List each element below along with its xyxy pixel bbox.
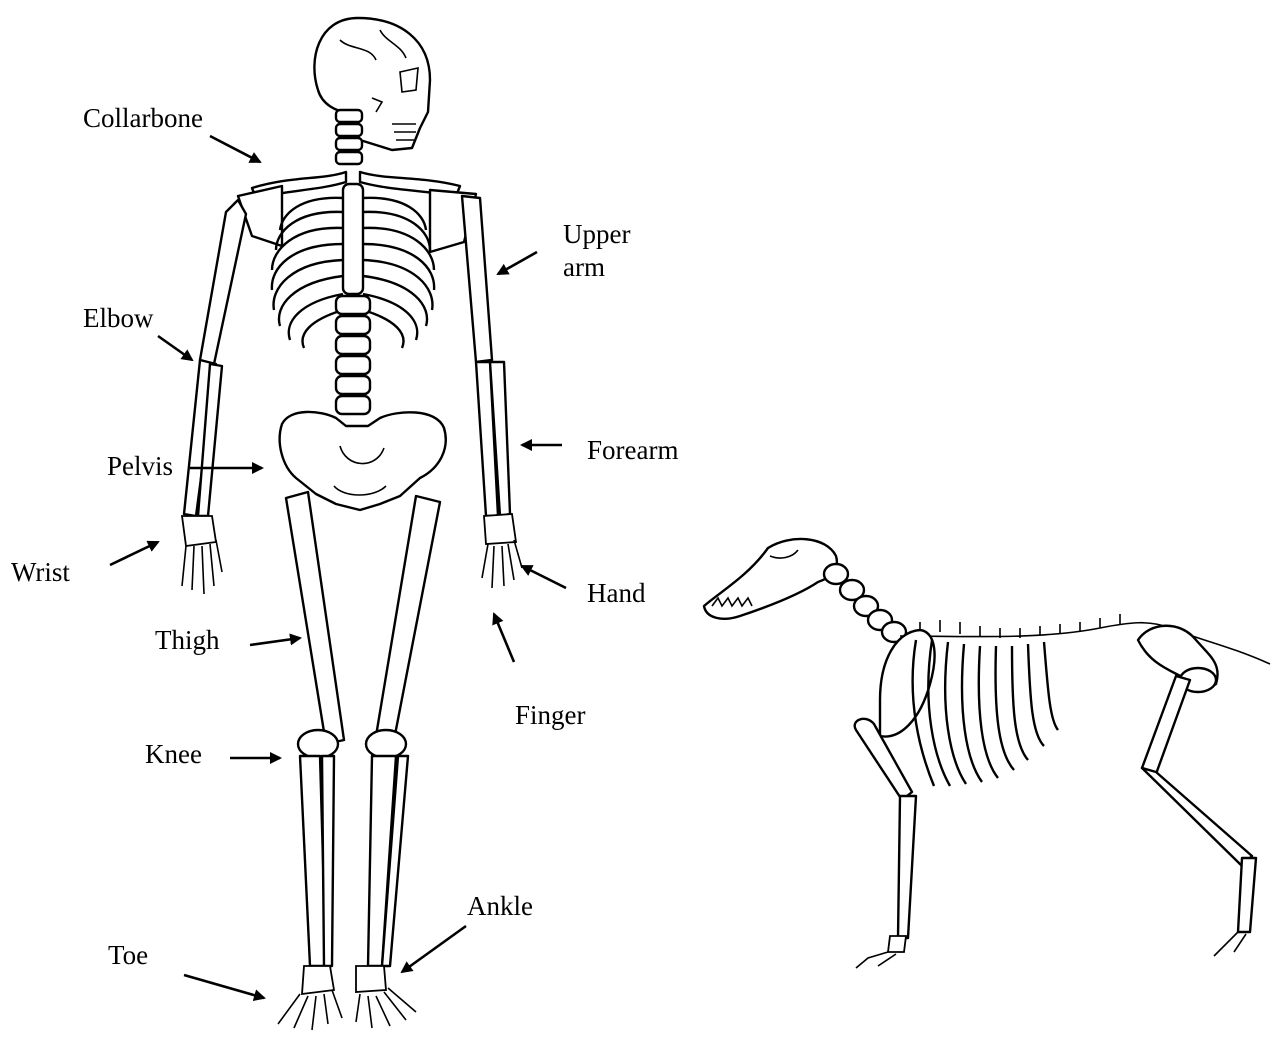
arrow-ankle	[402, 926, 466, 972]
label-ankle: Ankle	[467, 890, 533, 923]
label-forearm: Forearm	[587, 434, 678, 467]
arrow-wrist	[110, 542, 158, 565]
label-toe: Toe	[108, 939, 148, 972]
label-wrist: Wrist	[11, 556, 70, 589]
arrow-hand	[522, 566, 566, 588]
label-elbow: Elbow	[83, 302, 154, 335]
arrow-finger	[494, 614, 514, 662]
dog-front-leg	[855, 719, 916, 968]
right-arm	[462, 196, 522, 588]
label-pelvis: Pelvis	[107, 450, 173, 483]
human-skeleton	[182, 18, 522, 1030]
skull	[314, 18, 430, 150]
arrow-thigh	[250, 638, 300, 645]
pointer-arrows	[110, 136, 566, 998]
dog-neck	[824, 564, 906, 642]
arrow-elbow	[158, 336, 192, 360]
dog-skull	[704, 539, 837, 619]
dog-skeleton	[704, 539, 1270, 968]
arrow-upper-arm	[498, 252, 537, 274]
cervical-spine	[336, 110, 362, 164]
arrow-collarbone	[210, 136, 260, 162]
label-upper-arm-line2: arm	[563, 251, 630, 284]
dog-hind-leg	[1142, 676, 1256, 956]
femur-left	[286, 492, 344, 744]
label-collarbone: Collarbone	[83, 102, 203, 135]
label-finger: Finger	[515, 699, 586, 732]
left-arm	[182, 200, 246, 594]
label-upper-arm: Upper arm	[563, 218, 630, 284]
femur-right	[376, 496, 440, 740]
legs	[278, 492, 440, 1030]
label-knee: Knee	[145, 738, 202, 771]
label-hand: Hand	[587, 577, 645, 610]
lumbar-spine	[336, 296, 370, 414]
arrow-toe	[184, 975, 264, 998]
sternum	[343, 184, 363, 294]
label-upper-arm-line1: Upper	[563, 218, 630, 251]
label-thigh: Thigh	[155, 624, 220, 657]
